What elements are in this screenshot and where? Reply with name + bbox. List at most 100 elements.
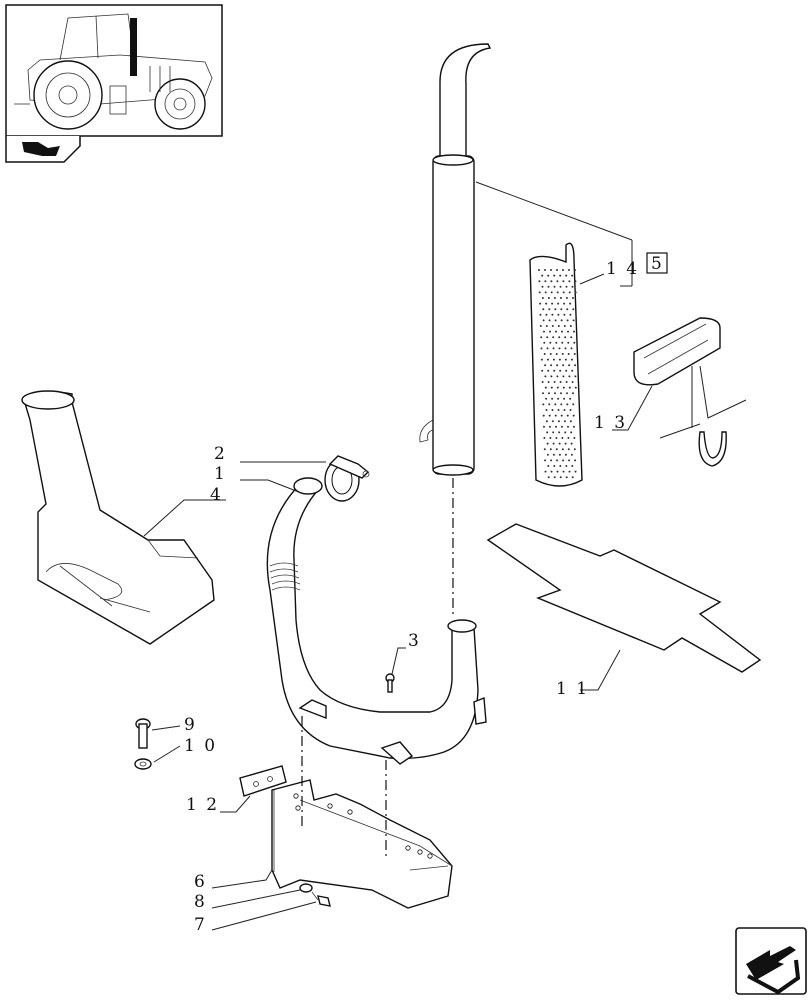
callout-6: 6 <box>194 872 207 892</box>
perforation-hole <box>570 347 573 350</box>
callout-7: 7 <box>194 915 207 935</box>
perforation-hole <box>574 291 577 294</box>
perforation-hole <box>542 403 545 406</box>
perforation-hole <box>572 403 575 406</box>
perforation-hole <box>552 453 555 456</box>
perforation-hole <box>555 353 558 355</box>
perforation-hole <box>545 409 548 411</box>
perforation-hole <box>545 325 548 327</box>
callout-10: 1 0 <box>184 736 217 756</box>
perforation-hole <box>574 386 577 389</box>
perforation-hole <box>544 470 547 473</box>
perforation-hole <box>573 425 575 428</box>
perforation-hole <box>548 319 551 322</box>
perforation-hole <box>557 325 560 327</box>
perforation-hole <box>552 358 555 361</box>
perforation-hole <box>568 280 571 283</box>
perforation-hole <box>551 420 554 423</box>
perforation-hole <box>543 341 546 344</box>
perforation-hole <box>562 459 565 462</box>
perforation-hole <box>542 319 545 322</box>
perforation-hole <box>573 341 576 344</box>
perforation-hole <box>555 448 558 451</box>
perforation-hole <box>558 442 561 445</box>
perforation-hole <box>544 386 547 389</box>
perforation-hole <box>570 336 573 339</box>
perforation-hole <box>547 381 550 383</box>
perforation-hole <box>554 392 556 395</box>
perforation-hole <box>553 381 556 383</box>
perforation-hole <box>564 336 567 339</box>
perforation-hole <box>544 364 547 367</box>
perforation-hole <box>563 409 566 411</box>
perforation-hole <box>561 448 564 451</box>
perforation-hole <box>565 297 568 299</box>
perforation-hole <box>567 448 570 451</box>
bolt-9 <box>135 718 151 749</box>
perforation-hole <box>538 291 541 294</box>
perforation-hole <box>563 325 566 327</box>
perforation-hole <box>571 297 574 299</box>
perforation-hole <box>573 448 576 451</box>
perforation-hole <box>572 414 575 417</box>
perforation-hole <box>569 313 572 316</box>
perforation-hole <box>558 336 561 339</box>
perforation-hole <box>553 465 556 467</box>
perforation-hole <box>557 302 560 305</box>
perforation-hole <box>545 313 548 316</box>
perforation-hole <box>551 397 554 400</box>
perforation-hole <box>562 386 565 389</box>
screw-7 <box>311 891 331 907</box>
perforation-hole <box>571 381 574 383</box>
next-arrow-icon[interactable] <box>735 927 807 995</box>
perforation-hole <box>547 465 550 467</box>
perforation-hole <box>552 347 555 350</box>
perforation-hole <box>551 325 554 327</box>
perforation-hole <box>567 425 569 428</box>
perforation-hole <box>555 341 558 344</box>
perforation-hole <box>562 280 565 283</box>
callout-12: 1 2 <box>186 795 219 815</box>
perforation-hole <box>556 470 559 473</box>
perforation-hole <box>564 431 567 434</box>
perforation-hole <box>570 453 573 456</box>
book-icon[interactable] <box>5 136 81 163</box>
perforation-hole <box>563 420 566 423</box>
perforation-hole <box>542 392 544 395</box>
perforation-hole <box>572 308 575 311</box>
perforation-hole <box>539 313 542 316</box>
perforation-hole <box>571 465 574 467</box>
perforation-hole <box>554 319 557 322</box>
perforation-hole <box>567 353 570 355</box>
tractor-thumbnail[interactable] <box>5 4 223 137</box>
perforation-hole <box>568 459 571 462</box>
perforation-hole <box>554 403 557 406</box>
perforation-hole <box>564 442 567 445</box>
callout-8: 8 <box>194 892 207 912</box>
edge-protector <box>633 317 727 467</box>
perforation-hole <box>550 386 553 389</box>
perforation-hole <box>565 274 568 277</box>
bracket-hole <box>427 853 433 859</box>
perforation-hole <box>559 476 562 479</box>
perforation-hole <box>574 470 577 473</box>
perforation-hole <box>555 437 558 439</box>
bracket-hole <box>405 845 411 851</box>
washer-10 <box>134 758 152 770</box>
perforation-hole <box>554 414 557 417</box>
perforation-hole <box>569 409 572 411</box>
bracket-hole <box>293 793 299 799</box>
bracket-hole <box>295 805 301 811</box>
perforation-hole <box>556 291 559 294</box>
perforation-hole <box>543 330 545 333</box>
perforation-hole <box>544 280 547 283</box>
perforation-hole <box>550 459 553 462</box>
perforation-hole <box>548 392 550 395</box>
perforation-hole <box>556 386 559 389</box>
perforation-hole <box>544 269 546 271</box>
intake-cover <box>21 390 215 645</box>
perforation-hole <box>540 336 543 339</box>
perforation-hole <box>565 476 568 479</box>
perforation-hole <box>540 347 543 350</box>
